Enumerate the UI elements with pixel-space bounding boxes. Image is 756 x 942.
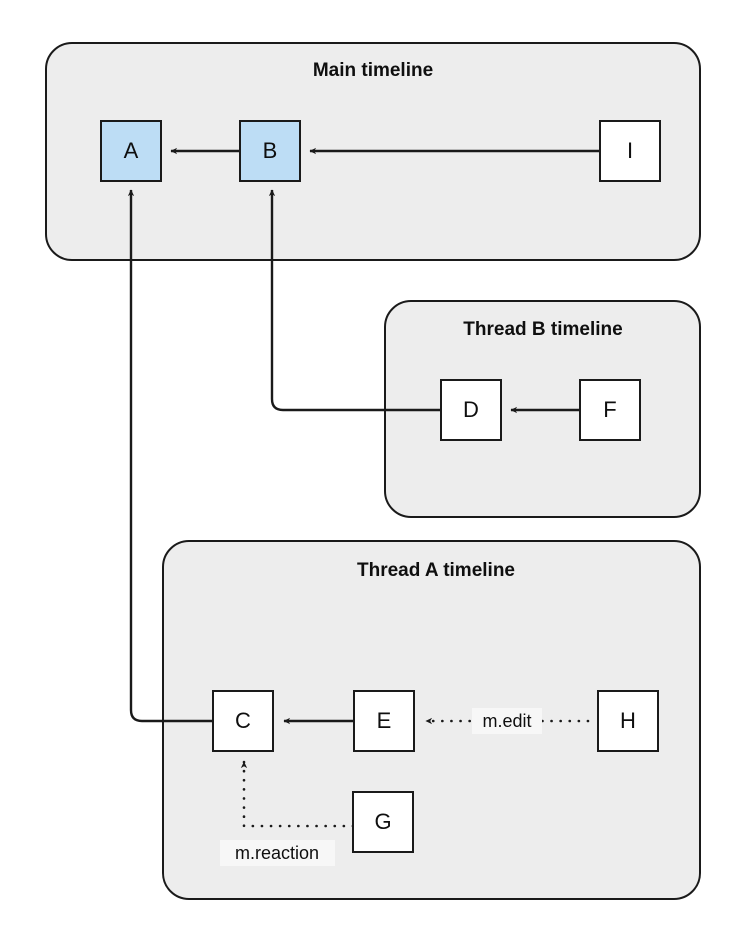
event-label-d: D (463, 397, 479, 422)
event-label-h: H (620, 708, 636, 733)
m-reaction-label-text: m.reaction (235, 843, 319, 863)
m-edit-label-background (472, 708, 542, 734)
event-node-b[interactable]: B (239, 120, 301, 182)
event-label-i: I (627, 138, 633, 163)
event-node-h[interactable]: H (597, 690, 659, 752)
m-edit-label-text: m.edit (482, 711, 531, 731)
event-box-a[interactable] (100, 120, 162, 182)
event-node-a[interactable]: A (100, 120, 162, 182)
event-box-d[interactable] (440, 379, 502, 441)
event-box-f[interactable] (579, 379, 641, 441)
thread-a-timeline-title: Thread A timeline (357, 560, 515, 581)
event-label-e: E (377, 708, 392, 733)
event-label-c: C (235, 708, 251, 733)
event-label-a: A (124, 138, 139, 163)
event-box-c[interactable] (212, 690, 274, 752)
event-label-f: F (603, 397, 616, 422)
event-node-c[interactable]: C (212, 690, 274, 752)
event-box-h[interactable] (597, 690, 659, 752)
event-label-g: G (374, 809, 391, 834)
edge-c-to-a (127, 189, 213, 723)
event-box-b[interactable] (239, 120, 301, 182)
event-box-g[interactable] (352, 791, 414, 853)
event-node-d[interactable]: D (440, 379, 502, 441)
thread-b-timeline-title: Thread B timeline (463, 319, 622, 340)
event-box-e[interactable] (353, 690, 415, 752)
edge-g-to-c (240, 760, 355, 828)
edge-d-to-b (268, 189, 441, 412)
event-box-i[interactable] (599, 120, 661, 182)
event-node-g[interactable]: G (352, 791, 414, 853)
event-node-e[interactable]: E (353, 690, 415, 752)
m-reaction-label-background (220, 840, 335, 866)
edge-label-m-reaction: m.reaction (220, 840, 335, 866)
event-node-i[interactable]: I (599, 120, 661, 182)
event-node-f[interactable]: F (579, 379, 641, 441)
edge-label-m-edit: m.edit (472, 708, 542, 734)
main-timeline-title: Main timeline (313, 60, 433, 81)
event-label-b: B (263, 138, 278, 163)
